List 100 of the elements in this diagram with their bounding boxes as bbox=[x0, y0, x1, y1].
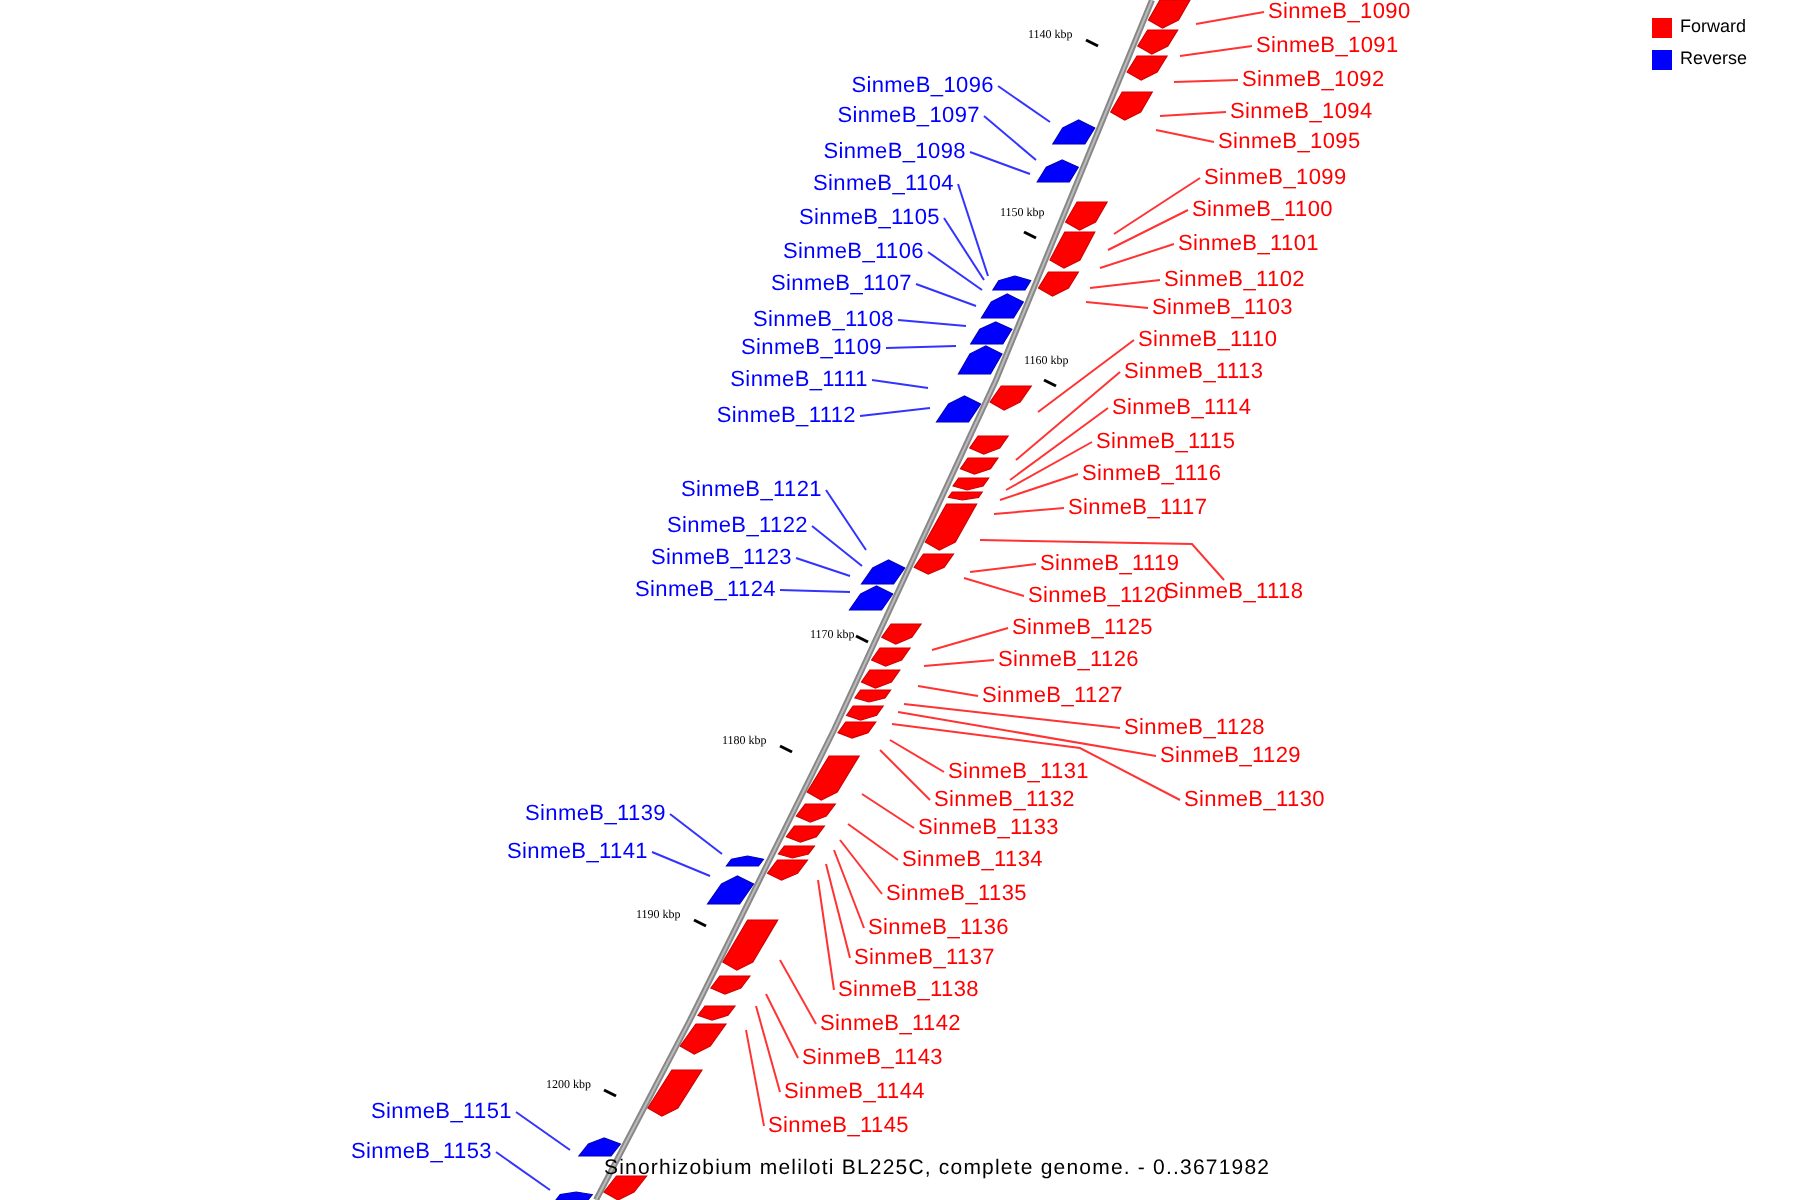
gene-label: SinmeB_1135 bbox=[886, 882, 1027, 906]
leader-line bbox=[969, 563, 1037, 573]
gene-label: SinmeB_1142 bbox=[820, 1012, 961, 1036]
caption: Sinorhizobium meliloti BL225C, complete genome. - 0..3671982 bbox=[604, 1156, 1271, 1180]
gene-label: SinmeB_1111 bbox=[730, 368, 868, 392]
leader-line bbox=[1099, 243, 1175, 269]
leader-line bbox=[957, 183, 989, 277]
gene-label: SinmeB_1145 bbox=[768, 1114, 909, 1138]
gene-label: SinmeB_1125 bbox=[1012, 616, 1153, 640]
gene-label: SinmeB_1141 bbox=[507, 840, 648, 864]
gene-label: SinmeB_1113 bbox=[1124, 360, 1264, 384]
leader-line bbox=[879, 749, 931, 801]
leader-line bbox=[1159, 111, 1227, 117]
leader-line bbox=[963, 577, 1025, 597]
gene-label: SinmeB_1108 bbox=[753, 308, 894, 332]
leader-line bbox=[931, 627, 1009, 651]
leader-line bbox=[927, 251, 983, 291]
leader-line bbox=[1113, 177, 1201, 235]
gene-label: SinmeB_1096 bbox=[851, 74, 994, 98]
leader-line bbox=[847, 823, 899, 861]
gene-label: SinmeB_1126 bbox=[998, 648, 1139, 672]
leader-line bbox=[825, 863, 851, 959]
leader-line bbox=[745, 1029, 765, 1127]
leader-line bbox=[825, 489, 867, 551]
gene-label: SinmeB_1114 bbox=[1112, 396, 1252, 420]
leader-line bbox=[979, 539, 1225, 581]
gene-label: SinmeB_1110 bbox=[1138, 328, 1278, 352]
gene-label: SinmeB_1121 bbox=[681, 478, 822, 502]
leader-line bbox=[923, 659, 995, 667]
leader-line bbox=[999, 473, 1079, 501]
leader-line bbox=[993, 507, 1065, 515]
leader-line bbox=[897, 319, 967, 327]
leader-line bbox=[1179, 45, 1253, 57]
leader-line bbox=[779, 589, 851, 593]
gene-label: SinmeB_1122 bbox=[667, 514, 808, 538]
gene-label: SinmeB_1092 bbox=[1242, 68, 1385, 92]
gene-label: SinmeB_1106 bbox=[783, 240, 924, 264]
leader-line bbox=[495, 1151, 551, 1191]
leader-line bbox=[889, 739, 945, 773]
gene-label: SinmeB_1131 bbox=[948, 760, 1089, 784]
gene-label: SinmeB_1120 bbox=[1028, 584, 1169, 608]
leader-line bbox=[943, 217, 985, 281]
leader-line bbox=[817, 879, 835, 991]
gene-label: SinmeB_1118 bbox=[1164, 580, 1304, 604]
leader-line bbox=[885, 345, 957, 349]
leader-line bbox=[833, 849, 865, 929]
gene-label: SinmeB_1133 bbox=[918, 816, 1059, 840]
leader-line bbox=[1173, 79, 1239, 83]
gene-label: SinmeB_1127 bbox=[982, 684, 1123, 708]
leader-line bbox=[891, 723, 1181, 801]
leader-line bbox=[651, 851, 711, 877]
gene-label: SinmeB_1102 bbox=[1164, 268, 1305, 292]
leader-line bbox=[839, 839, 883, 895]
gene-label: SinmeB_1143 bbox=[802, 1046, 943, 1070]
leader-line bbox=[871, 379, 929, 389]
leader-line bbox=[903, 703, 1121, 729]
leader-line bbox=[515, 1111, 571, 1151]
gene-label: SinmeB_1134 bbox=[902, 848, 1043, 872]
gene-label: SinmeB_1132 bbox=[934, 788, 1075, 812]
leader-line bbox=[969, 151, 1031, 175]
leader-line bbox=[897, 711, 1157, 757]
leader-line bbox=[859, 407, 931, 417]
gene-label: SinmeB_1090 bbox=[1268, 0, 1411, 24]
gene-label: SinmeB_1098 bbox=[823, 140, 966, 164]
gene-label: SinmeB_1130 bbox=[1184, 788, 1325, 812]
gene-label: SinmeB_1097 bbox=[837, 104, 980, 128]
leader-line bbox=[1005, 441, 1093, 491]
leader-line bbox=[765, 993, 799, 1059]
gene-label: SinmeB_1153 bbox=[351, 1140, 492, 1164]
gene-label: SinmeB_1138 bbox=[838, 978, 979, 1002]
leader-line bbox=[1107, 209, 1189, 251]
leader-line bbox=[1009, 407, 1109, 481]
gene-label: SinmeB_1117 bbox=[1068, 496, 1208, 520]
gene-label: SinmeB_1103 bbox=[1152, 296, 1293, 320]
leader-line bbox=[755, 1005, 781, 1093]
gene-label: SinmeB_1124 bbox=[635, 578, 776, 602]
gene-label: SinmeB_1105 bbox=[799, 206, 940, 230]
leader-line bbox=[1037, 339, 1135, 413]
leader-line bbox=[915, 283, 977, 307]
leader-line bbox=[983, 115, 1037, 161]
gene-label: SinmeB_1136 bbox=[868, 916, 1009, 940]
gene-label: SinmeB_1095 bbox=[1218, 130, 1361, 154]
leader-line bbox=[1085, 301, 1149, 309]
leader-line bbox=[795, 557, 851, 577]
gene-label: SinmeB_1100 bbox=[1192, 198, 1333, 222]
leader-line bbox=[1089, 279, 1161, 289]
leader-line bbox=[1015, 371, 1121, 461]
gene-label: SinmeB_1129 bbox=[1160, 744, 1301, 768]
gene-label: SinmeB_1139 bbox=[525, 802, 666, 826]
gene-label: SinmeB_1116 bbox=[1082, 462, 1222, 486]
gene-label: SinmeB_1119 bbox=[1040, 552, 1180, 576]
gene-label: SinmeB_1123 bbox=[651, 546, 792, 570]
gene-label: SinmeB_1094 bbox=[1230, 100, 1373, 124]
gene-label: SinmeB_1137 bbox=[854, 946, 995, 970]
leader-line bbox=[997, 85, 1051, 123]
gene-label: SinmeB_1091 bbox=[1256, 34, 1399, 58]
leader-line bbox=[917, 685, 979, 697]
legend-label: Reverse bbox=[1680, 48, 1748, 70]
gene-label: SinmeB_1151 bbox=[371, 1100, 512, 1124]
leader-line bbox=[779, 959, 817, 1025]
